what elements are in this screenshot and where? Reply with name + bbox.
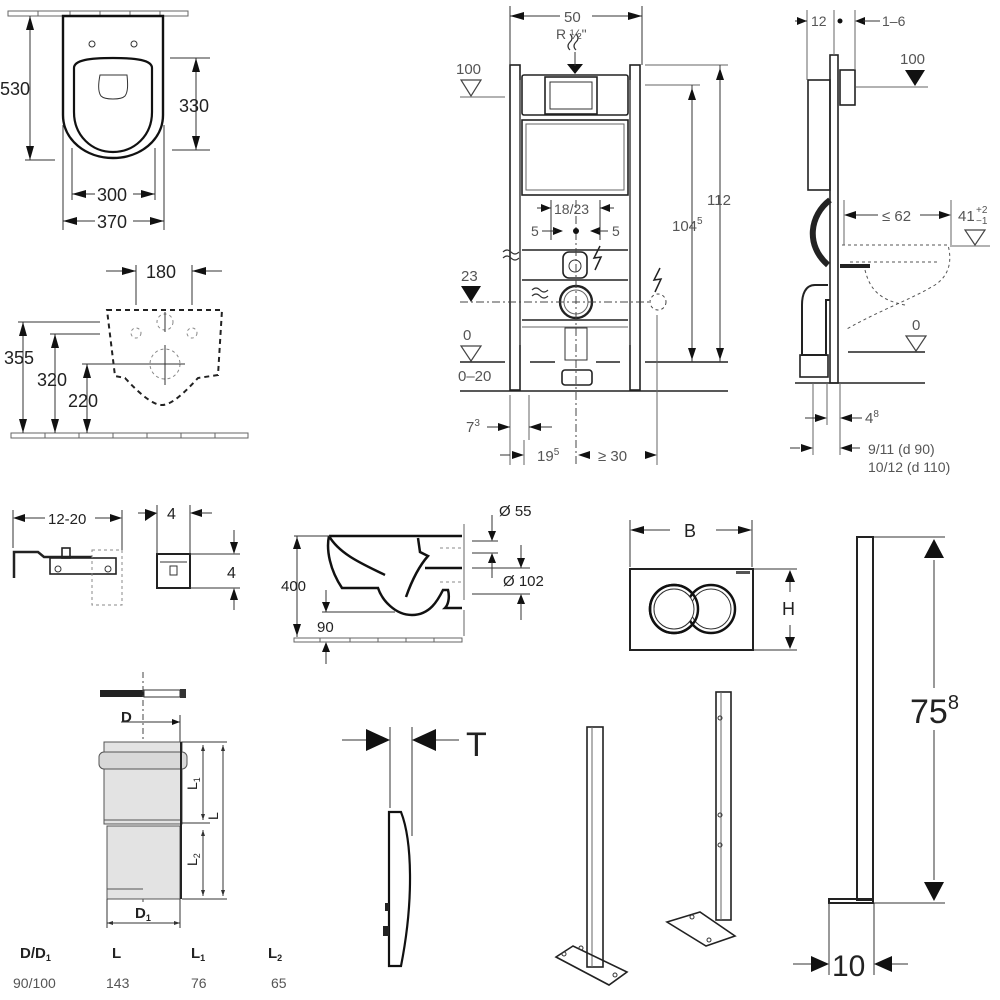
dim-wall-gap: 1–6 — [882, 13, 906, 29]
table-cell: 90/100 — [13, 975, 56, 991]
dim-height-220: 220 — [68, 391, 98, 411]
level-outlet: 23 — [461, 268, 478, 285]
floor-adjust-range: 0–20 — [458, 368, 491, 385]
dim-offset-left: 5 — [531, 223, 539, 239]
dim-max-projection: ≤ 62 — [882, 208, 911, 225]
dim-height-355: 355 — [4, 348, 34, 368]
dim-frame-depth: 12 — [811, 13, 827, 29]
wall-bracket: 12-20 4 4 — [12, 505, 240, 610]
toilet-top-view: 530 330 300 370 — [0, 10, 210, 232]
side-level-floor: 0 — [912, 317, 920, 334]
plate-thickness-label: T — [466, 726, 487, 764]
table-header: L1 — [191, 945, 205, 963]
pipe-label-l1: L1 — [184, 777, 202, 790]
toilet-side-view: 400 90 Ø 55 Ø 102 — [281, 503, 544, 664]
connector-pipe: D L1 L2 L D1 D/D1 L L1 L2 90/100 — [13, 672, 287, 991]
pipe-label-d: D — [121, 709, 132, 726]
dim-frame-width: 50 — [564, 9, 581, 26]
dim-outlet-offset-d90: 9/11 (d 90) — [868, 441, 935, 457]
dim-overall-length: 530 — [0, 79, 30, 99]
dim-leg-height: 758 — [910, 692, 959, 731]
dim-inlet-diameter: Ø 55 — [499, 503, 532, 520]
frame-side-view: 12 1–6 100 ≤ 62 41 +2 −1 0 48 9/11 (d 90… — [790, 10, 990, 475]
bowl-outline — [61, 14, 165, 160]
dim-min-power-offset: ≥ 30 — [598, 448, 627, 465]
table-cell: 76 — [191, 975, 207, 991]
dim-outer-width: 370 — [97, 212, 127, 232]
dim-bowl-height: 41 — [958, 208, 975, 225]
power-icon — [652, 267, 663, 293]
pipe-label-l2: L2 — [184, 853, 202, 866]
floor-hatch — [10, 432, 249, 439]
bracket-arm — [12, 550, 92, 578]
dim-bracket-adjust: 12-20 — [48, 511, 86, 528]
table-header: L — [112, 945, 121, 962]
toilet-profile — [326, 534, 462, 617]
fixing-hole — [130, 40, 138, 48]
outlet-connector — [562, 251, 588, 279]
bowl-opening — [98, 74, 129, 100]
dim-outlet-diameter: Ø 102 — [503, 573, 544, 590]
toilet-rear-view: 180 355 320 220 — [4, 262, 249, 439]
support-leg-left — [554, 726, 629, 986]
water-connection-label: R ½" — [556, 26, 587, 42]
dim-bowl-tol-minus: −1 — [976, 216, 988, 227]
floor-hatch — [293, 637, 463, 643]
table-cell: 65 — [271, 975, 287, 991]
dim-bowl-tol-plus: +2 — [976, 205, 988, 216]
water-supply-icon — [567, 33, 579, 51]
pipe-label-l: L — [205, 812, 221, 820]
power-socket — [649, 293, 667, 311]
flush-plate: B H — [629, 520, 797, 651]
dim-offset-right: 5 — [612, 223, 620, 239]
dim-total-height: 112 — [707, 192, 731, 209]
dim-fixing-spacing: 180 — [146, 262, 176, 282]
dim-foot-depth: 48 — [865, 409, 879, 427]
toilet-outline-dashed — [842, 244, 951, 331]
dim-toilet-height: 400 — [281, 578, 306, 595]
dim-foot-offset: 73 — [466, 418, 480, 436]
power-icon — [592, 245, 603, 271]
frame-front-view: 100 23 0 0–20 50 R ½" 112 1045 18/23 — [456, 6, 731, 465]
dim-bracket-spacing: 18/23 — [554, 201, 589, 217]
dim-outlet-offset-d110: 10/12 (d 110) — [868, 459, 950, 475]
plate-profile-outline — [387, 810, 412, 968]
dim-bracket-height: 4 — [227, 565, 236, 582]
flush-plate-profile: T — [342, 726, 487, 968]
plate-height-label: H — [782, 599, 795, 619]
dim-height-320: 320 — [37, 370, 67, 390]
dim-inner-width: 300 — [97, 185, 127, 205]
flush-pipe — [809, 197, 832, 268]
drain-bend — [801, 284, 830, 356]
dim-cistern-height: 1045 — [672, 216, 703, 235]
pipe-dimension-table: D/D1 L L1 L2 90/100 143 76 65 — [13, 945, 287, 991]
table-header: L2 — [268, 945, 282, 963]
support-leg-elevation: 758 10 — [793, 536, 959, 983]
fixing-hole — [88, 40, 96, 48]
level-floor: 0 — [463, 327, 471, 344]
dim-seat-length: 330 — [179, 96, 209, 116]
dim-bracket-width: 4 — [167, 506, 176, 523]
pipe-spigot — [106, 825, 181, 900]
rear-outline-dashed — [105, 309, 224, 407]
plate-width-label: B — [684, 521, 696, 541]
dim-bottom-clearance: 90 — [317, 619, 334, 636]
support-leg-right — [665, 691, 737, 947]
table-cell: 143 — [106, 975, 130, 991]
seat-outline — [72, 56, 154, 154]
actuator-cutout — [544, 76, 598, 115]
flush-plate-body — [629, 568, 754, 651]
dim-center-offset: 195 — [537, 447, 560, 465]
level-top: 100 — [456, 61, 481, 78]
pipe-label-d1: D1 — [135, 905, 151, 923]
table-header: D/D1 — [20, 945, 51, 963]
side-level-top: 100 — [900, 51, 925, 68]
dim-leg-foot-width: 10 — [832, 950, 865, 983]
